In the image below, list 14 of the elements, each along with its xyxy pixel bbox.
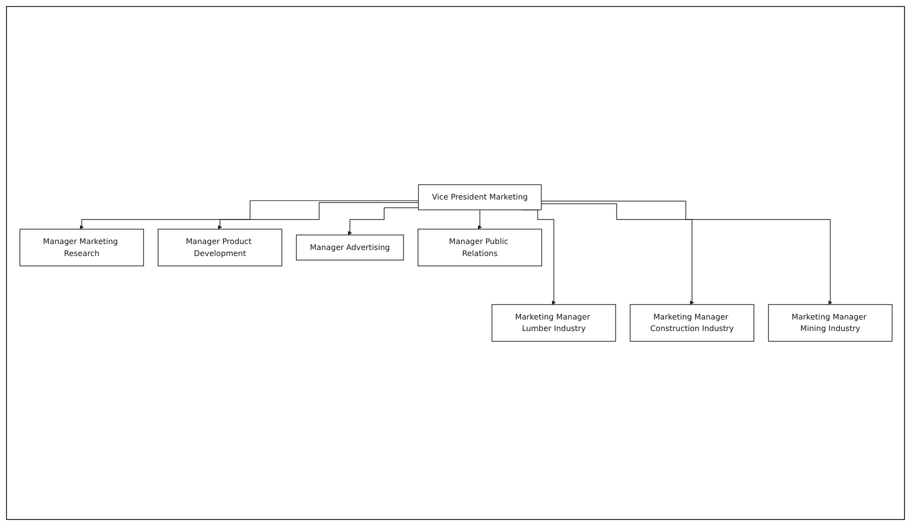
node-box xyxy=(629,304,754,342)
arrow xyxy=(477,209,482,230)
node-box xyxy=(491,304,616,342)
node-box xyxy=(295,234,404,260)
arrow xyxy=(347,207,418,236)
node-box xyxy=(418,184,542,210)
arrow xyxy=(79,200,418,230)
node-box xyxy=(19,228,144,266)
arrow xyxy=(217,202,418,230)
arrow xyxy=(540,203,694,305)
node-box xyxy=(768,304,892,342)
arrow xyxy=(540,200,832,305)
node-box xyxy=(157,228,282,266)
node-box xyxy=(417,228,542,266)
